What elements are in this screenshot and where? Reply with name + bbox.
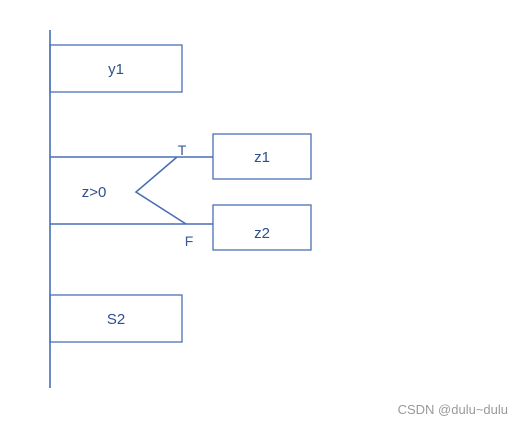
condition-label: z>0 (82, 184, 107, 201)
box-s2: S2 (49, 294, 183, 343)
box-y1-frame (49, 44, 183, 93)
box-y1-label: y1 (108, 61, 124, 78)
box-z1-label: z1 (254, 149, 270, 166)
box-z2-frame (212, 204, 312, 251)
box-z2: z2 (212, 204, 312, 251)
false-marker: F (185, 233, 194, 249)
true-marker: T (178, 142, 187, 158)
watermark-text: CSDN @dulu~dulu (398, 402, 508, 417)
box-s2-label: S2 (107, 311, 125, 328)
branch-chevron (134, 156, 187, 225)
box-z1-frame (212, 133, 312, 180)
box-y1: y1 (49, 44, 183, 93)
box-z2-label: z2 (254, 225, 270, 242)
box-z1: z1 (212, 133, 312, 180)
box-s2-frame (49, 294, 183, 343)
